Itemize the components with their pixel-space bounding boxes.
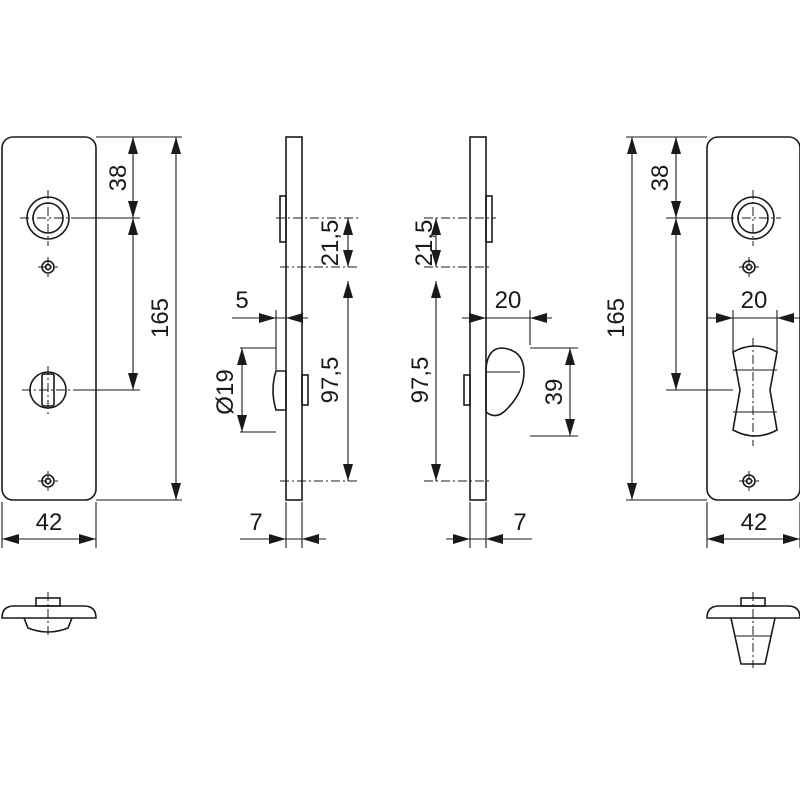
dim-diameter-19: Ø19 (212, 369, 239, 414)
dim-7-left: 7 (249, 509, 262, 536)
left-cylinder-hole (20, 190, 76, 246)
left-escutcheon-plate (1, 136, 97, 501)
front-view-right: 165 38 20 42 (603, 136, 800, 548)
side-view-left: 21,5 5 Ø19 97,5 7 (212, 136, 358, 548)
bottom-view-left (1, 592, 97, 636)
dim-165-left: 165 (147, 298, 174, 338)
dim-20-side: 20 (495, 287, 522, 314)
bottom-view-right (706, 592, 800, 668)
left-screw-hole-upper (38, 257, 58, 277)
right-screw-hole-upper (739, 257, 759, 277)
front-view-left: 38 165 42 (1, 136, 182, 548)
dim-21-5-right: 21,5 (411, 220, 438, 267)
dim-42-right: 42 (741, 509, 768, 536)
right-side-cylinder-stub (485, 195, 493, 243)
left-release-slot (22, 366, 76, 414)
left-screw-hole-lower (38, 471, 58, 491)
dim-42-left: 42 (36, 509, 63, 536)
side-view-right: 21,5 97,5 20 39 7 (407, 136, 578, 548)
right-thumb-turn-knob (732, 338, 778, 446)
right-screw-hole-lower (739, 471, 759, 491)
left-side-knob (272, 370, 309, 411)
left-side-cylinder-stub (279, 195, 287, 243)
dim-38-left: 38 (105, 165, 132, 192)
dim-39: 39 (541, 379, 568, 406)
dim-21-5-left: 21,5 (317, 220, 344, 267)
dim-5-left: 5 (235, 287, 248, 314)
dim-165-right: 165 (603, 298, 630, 338)
dim-97-5-left: 97,5 (317, 357, 344, 404)
dim-97-5-right: 97,5 (407, 357, 434, 404)
dim-38-right: 38 (647, 165, 674, 192)
right-cylinder-hole (725, 190, 781, 246)
right-side-knob (463, 347, 525, 417)
dim-7-right: 7 (513, 509, 526, 536)
dim-20-front: 20 (741, 287, 768, 314)
